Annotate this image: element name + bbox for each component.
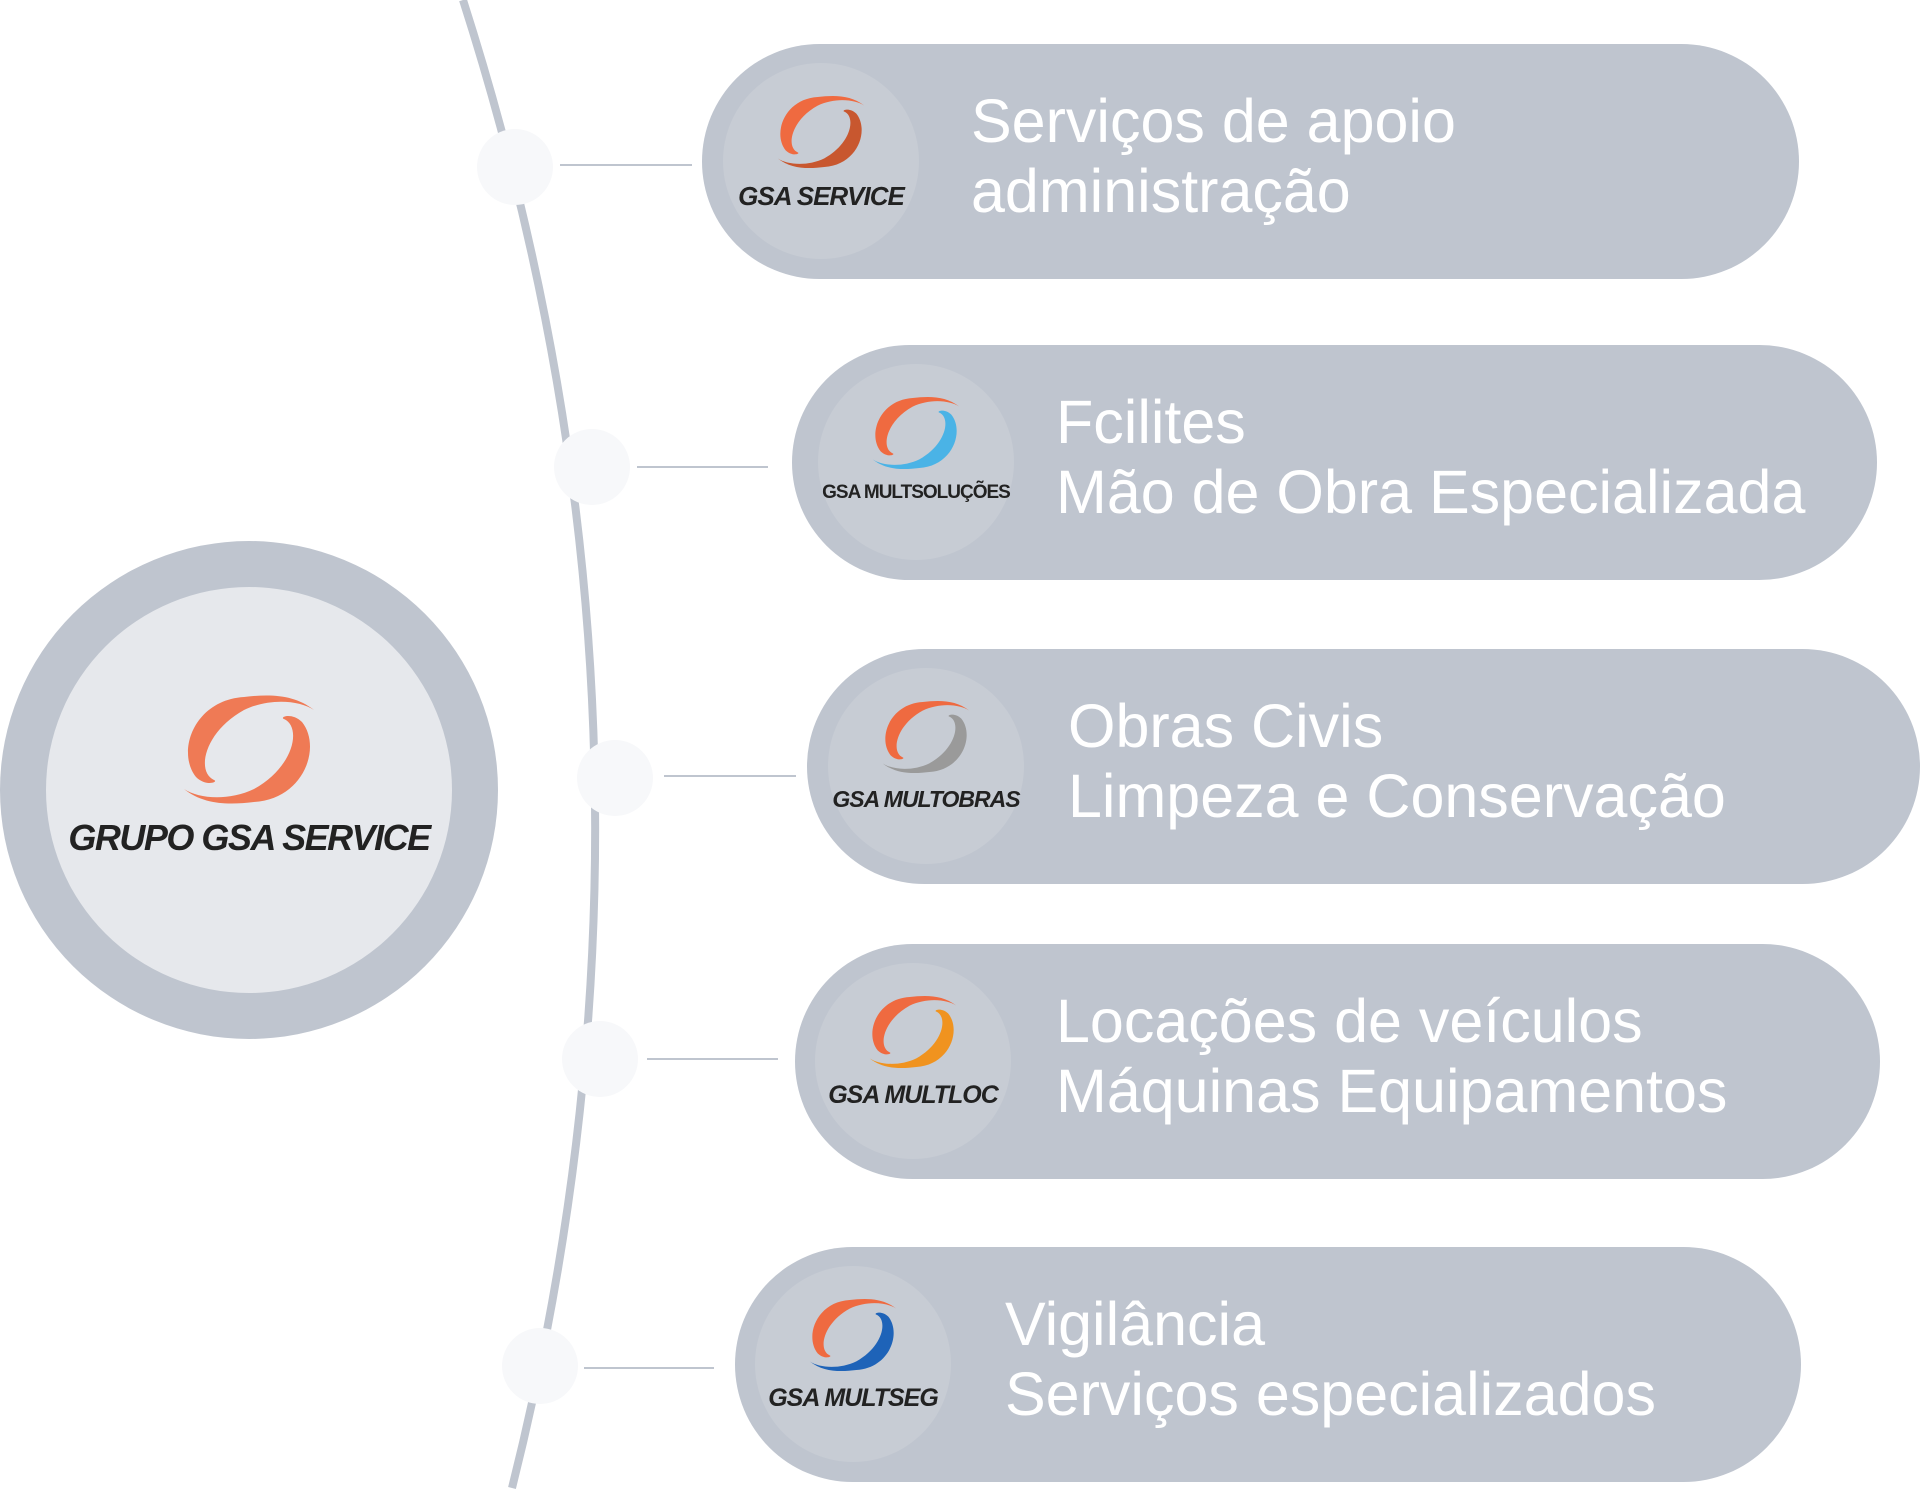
group-title: GRUPO GSA SERVICE (68, 817, 431, 858)
service-description: Vigilância Serviços especializados (1005, 1290, 1656, 1428)
service-description: Locações de veículos Máquinas Equipament… (1056, 987, 1728, 1125)
company-logo: GSA MULTOBRAS (828, 668, 1024, 864)
service-card-gsa-multloc: GSA MULTLOC Locações de veículos Máquina… (795, 944, 1880, 1179)
gsa-multseg-swirl-icon (809, 1298, 897, 1372)
timeline-arc (459, 0, 600, 1489)
grupo-gsa-swirl-logo (184, 695, 314, 804)
service-card-gsa-multseg: GSA MULTSEG Vigilância Serviços especial… (735, 1247, 1801, 1482)
service-card-gsa-multsolucoes: GSA MULTSOLUÇÕES Fcilites Mão de Obra Es… (792, 345, 1877, 580)
service-card-gsa-multobras: GSA MULTOBRAS Obras Civis Limpeza e Cons… (807, 649, 1920, 884)
service-description: Serviços de apoio administração (971, 87, 1456, 225)
service-card-gsa-service: GSA SERVICE Serviços de apoio administra… (702, 44, 1799, 279)
arc-node (502, 1328, 578, 1404)
gsa-multloc-swirl-icon (869, 995, 957, 1069)
group-hub-circle: GRUPO GSA SERVICE (0, 541, 498, 1039)
gsa-multsolucoes-swirl-icon (872, 396, 960, 470)
service-description: Fcilites Mão de Obra Especializada (1056, 388, 1806, 526)
gsa-multobras-swirl-icon (882, 700, 970, 774)
company-logo: GSA MULTSEG (755, 1266, 951, 1462)
gsa-service-swirl-icon (777, 95, 865, 169)
arc-node (562, 1021, 638, 1097)
arc-node (577, 740, 653, 816)
company-logo: GSA MULTLOC (815, 963, 1011, 1159)
arc-node (477, 129, 553, 205)
company-logo: GSA MULTSOLUÇÕES (818, 364, 1014, 560)
company-logo: GSA SERVICE (723, 63, 919, 259)
service-description: Obras Civis Limpeza e Conservação (1068, 692, 1726, 830)
arc-node (554, 429, 630, 505)
